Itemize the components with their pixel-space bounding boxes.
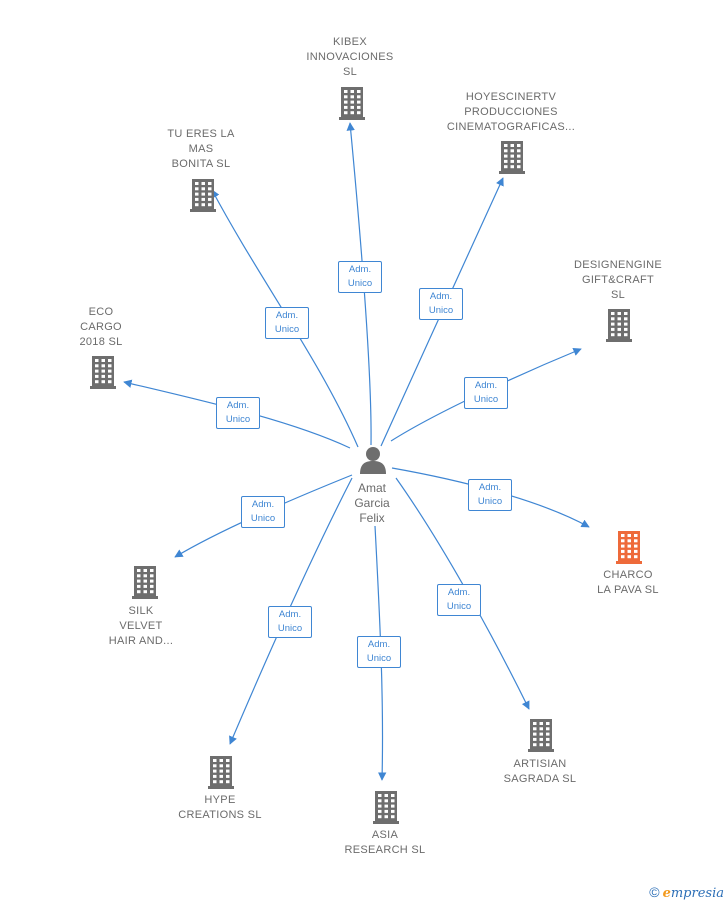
- role-badge: Adm. Unico: [268, 606, 312, 638]
- role-line-1: Adm.: [278, 609, 302, 620]
- company-label-hoyescinertv[interactable]: HOYESCINERTV PRODUCCIONES CINEMATOGRAFIC…: [446, 91, 576, 133]
- company-label-tu-eres[interactable]: TU ERES LA MAS BONITA SL: [167, 128, 235, 170]
- building-icon[interactable]: [88, 355, 118, 389]
- role-badge: Adm. Unico: [419, 288, 463, 320]
- role-badge: Adm. Unico: [437, 584, 481, 616]
- role-line-2: Unico: [277, 623, 303, 634]
- company-label-kibex[interactable]: KIBEX INNOVACIONES SL: [306, 36, 394, 78]
- role-line-2: Unico: [366, 653, 392, 664]
- role-badge: Adm. Unico: [241, 496, 285, 528]
- building-icon[interactable]: [526, 718, 556, 752]
- role-badge: Adm. Unico: [265, 307, 309, 339]
- building-icon[interactable]: [371, 790, 401, 824]
- role-badge: Adm. Unico: [216, 397, 260, 429]
- role-line-1: Adm.: [275, 310, 299, 321]
- role-line-1: Adm.: [478, 482, 502, 493]
- role-line-1: Adm.: [348, 264, 372, 275]
- role-line-1: Adm.: [474, 380, 498, 391]
- person-icon[interactable]: [359, 445, 387, 475]
- building-icon[interactable]: [188, 178, 218, 212]
- building-icon[interactable]: [206, 755, 236, 789]
- role-line-1: Adm.: [429, 291, 453, 302]
- brand-footer: ©empresia: [649, 884, 724, 901]
- role-line-2: Unico: [473, 394, 499, 405]
- brand-logo-e: e: [662, 886, 671, 901]
- company-label-designengine[interactable]: DESIGNENGINE GIFT&CRAFT SL: [574, 259, 662, 301]
- person-name-label[interactable]: Amat Garcia Felix: [354, 481, 390, 525]
- role-line-2: Unico: [347, 278, 373, 289]
- company-label-silk[interactable]: SILK VELVET HAIR AND...: [108, 605, 174, 647]
- company-label-charco[interactable]: CHARCO LA PAVA SL: [597, 569, 659, 596]
- building-icon[interactable]: [337, 86, 367, 120]
- role-badge: Adm. Unico: [464, 377, 508, 409]
- role-line-2: Unico: [250, 513, 276, 524]
- building-icon[interactable]: [604, 308, 634, 342]
- copyright-icon: ©: [649, 884, 660, 900]
- role-line-1: Adm.: [251, 499, 275, 510]
- role-badge: Adm. Unico: [338, 261, 382, 293]
- building-icon[interactable]: [130, 565, 160, 599]
- building-icon[interactable]: [497, 140, 527, 174]
- company-label-hype[interactable]: HYPE CREATIONS SL: [178, 794, 262, 821]
- role-line-2: Unico: [274, 324, 300, 335]
- brand-logo-text: mpresia: [670, 886, 724, 901]
- company-label-eco-cargo[interactable]: ECO CARGO 2018 SL: [79, 306, 123, 348]
- building-icon[interactable]: [614, 530, 644, 564]
- role-badge: Adm. Unico: [468, 479, 512, 511]
- role-line-2: Unico: [225, 414, 251, 425]
- edge-kibex: [346, 122, 372, 446]
- company-label-asia[interactable]: ASIA RESEARCH SL: [344, 829, 426, 856]
- role-line-1: Adm.: [226, 400, 250, 411]
- role-line-1: Adm.: [367, 639, 391, 650]
- role-line-1: Adm.: [447, 587, 471, 598]
- company-label-artisian[interactable]: ARTISIAN SAGRADA SL: [503, 758, 577, 785]
- role-line-2: Unico: [477, 496, 503, 507]
- role-line-2: Unico: [446, 601, 472, 612]
- role-badge: Adm. Unico: [357, 636, 401, 668]
- role-line-2: Unico: [428, 305, 454, 316]
